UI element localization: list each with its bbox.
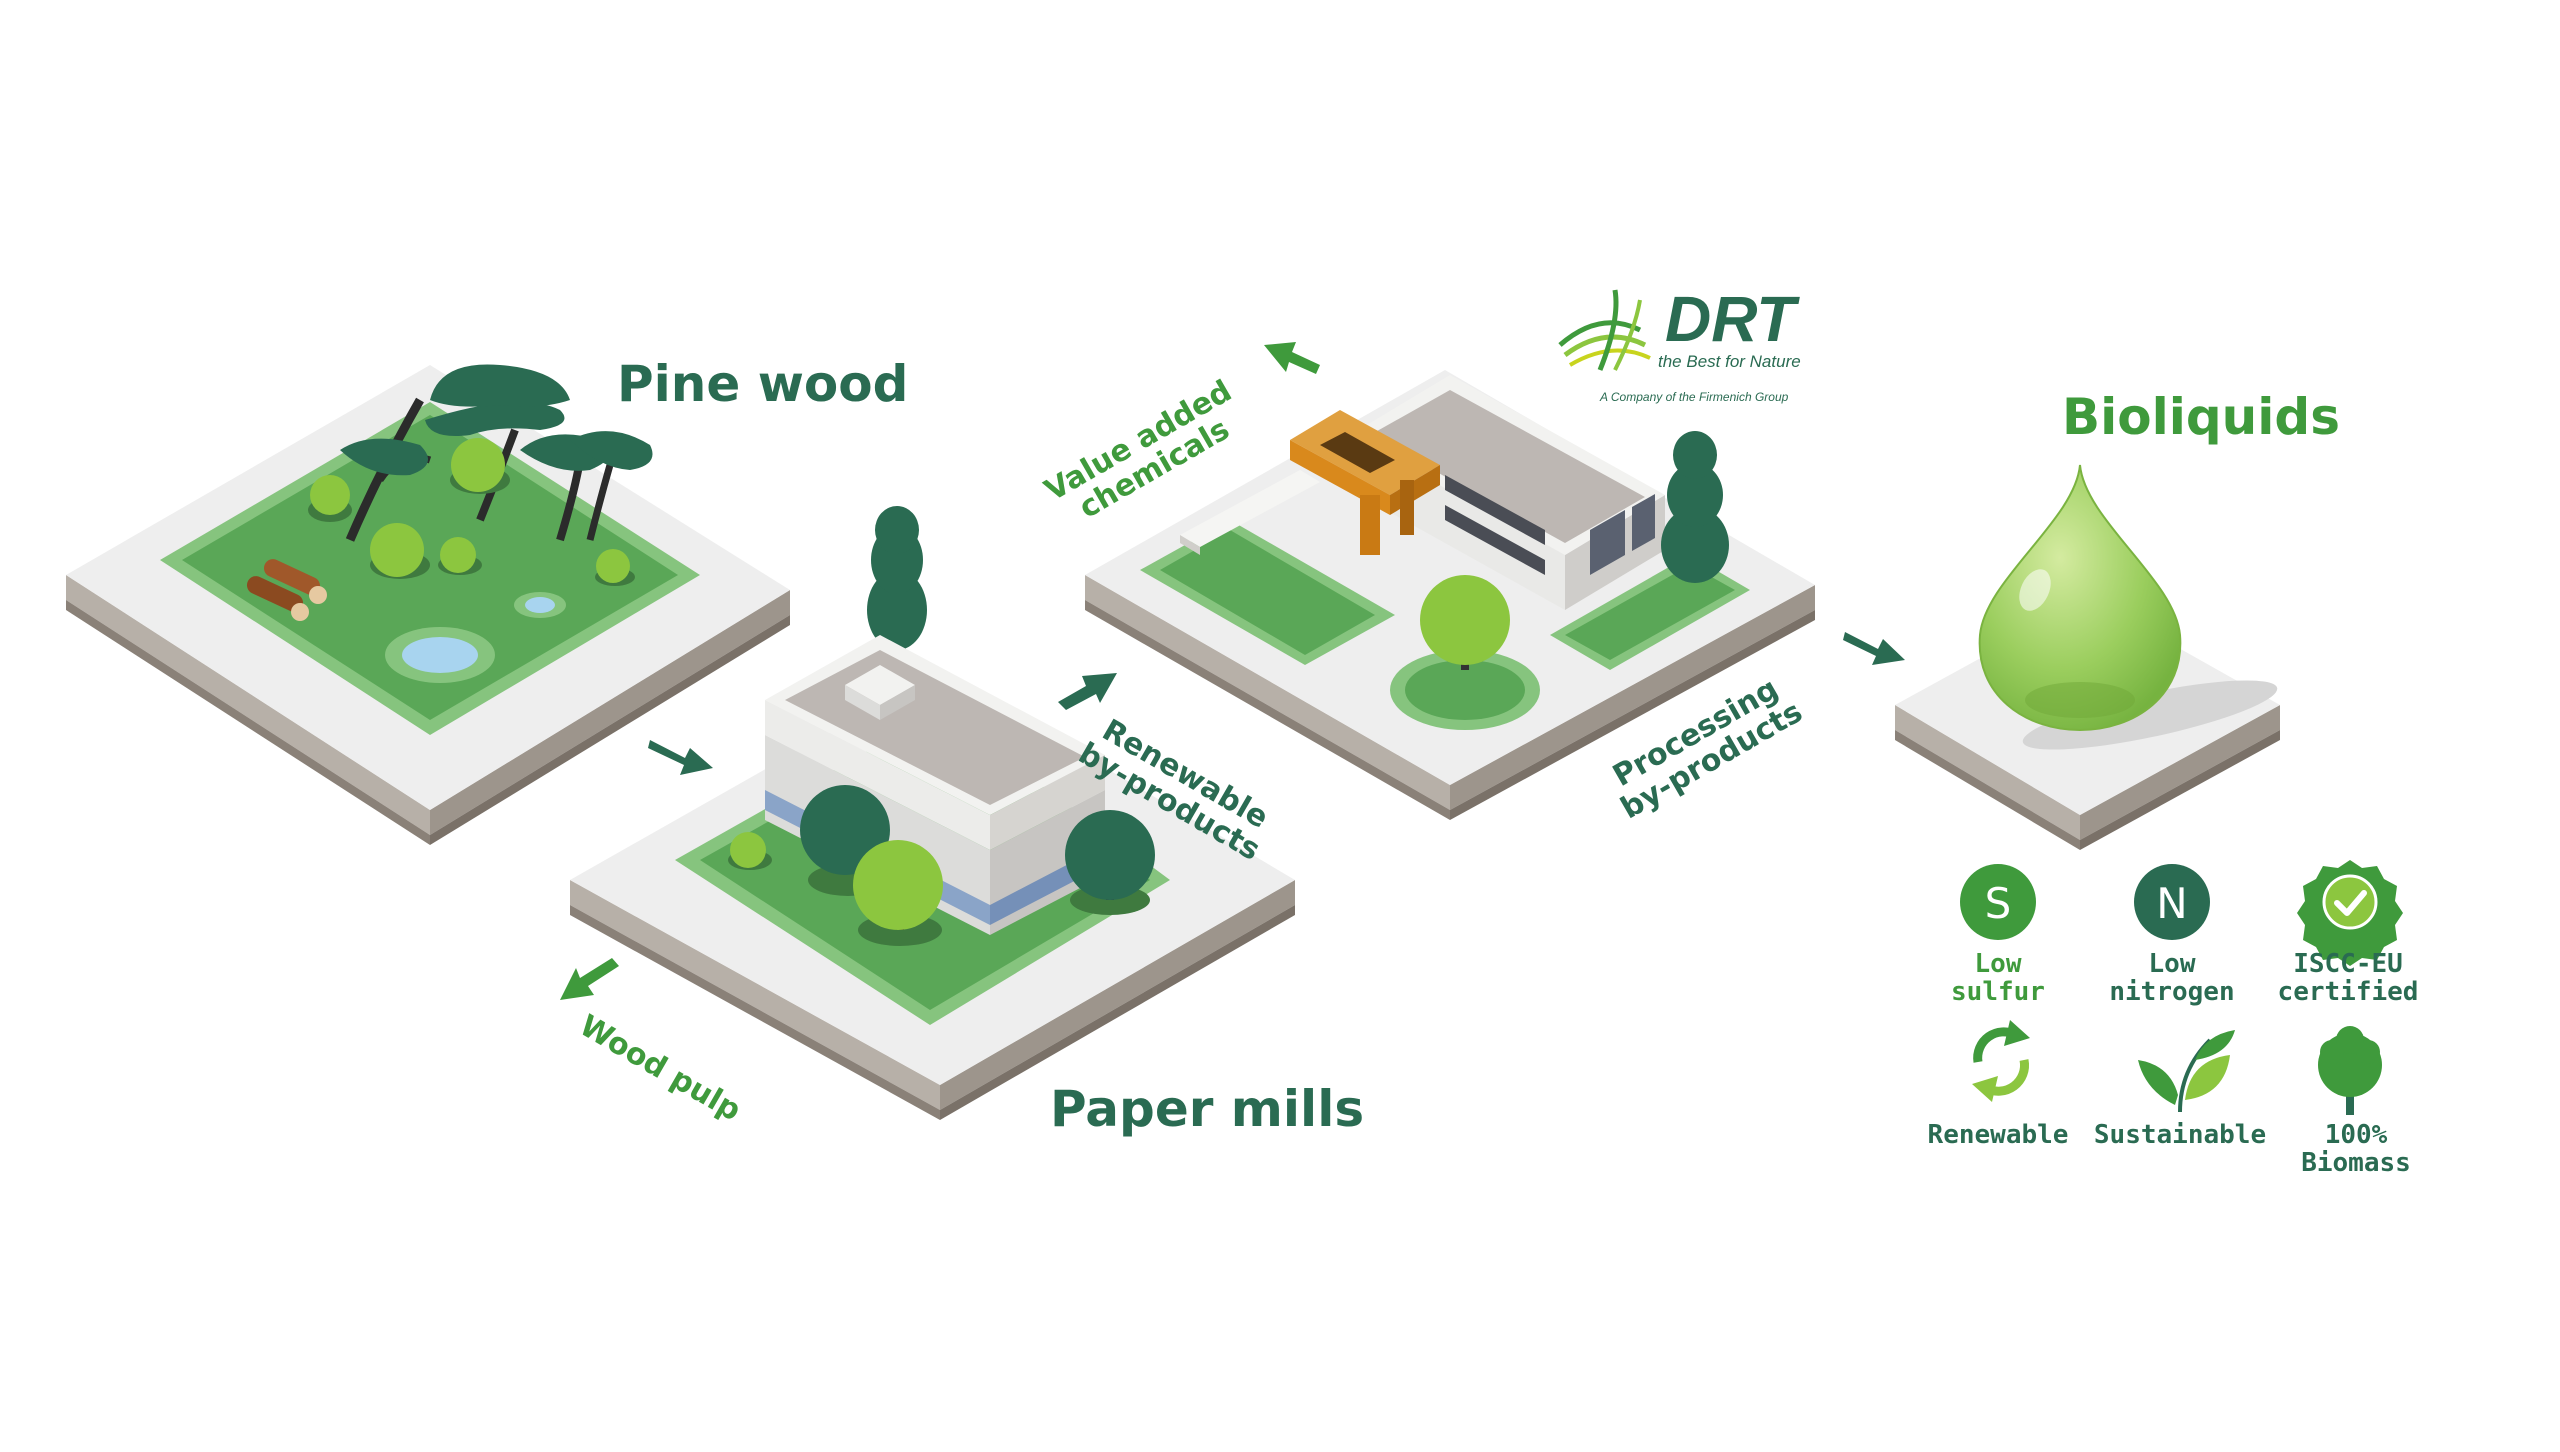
cypress-tree xyxy=(867,506,927,650)
drt-building xyxy=(1180,375,1665,610)
paper-mills-title: Paper mills xyxy=(1050,1080,1365,1138)
logs xyxy=(246,559,327,621)
bioliquids-title: Bioliquids xyxy=(2062,388,2340,446)
drt-logo-mark xyxy=(1558,289,1651,371)
arrow-to-paper-mills xyxy=(648,740,713,775)
iscc-certified-icon xyxy=(2297,860,2403,966)
leaves-icon xyxy=(2138,1030,2235,1113)
arrow-to-bioliquids xyxy=(1843,632,1905,665)
paper-mills-tile xyxy=(570,506,1295,1120)
drt-logo-name: DRT xyxy=(1665,283,1796,355)
arrow-value-added-chemicals xyxy=(1264,342,1320,374)
property-label: Low sulfur xyxy=(1951,949,2045,1007)
arrow-wood-pulp xyxy=(560,958,619,1000)
property-label: ISCC-EU certified xyxy=(2277,949,2419,1007)
property-sustainable: Sustainable xyxy=(2080,1121,2280,1149)
property-low-sulfur: Low sulfur xyxy=(1898,950,2098,1006)
pine-trees xyxy=(340,364,653,542)
drt-logo-tagline: the Best for Nature xyxy=(1658,352,1801,371)
property-label: Sustainable xyxy=(2093,1120,2267,1150)
facility-trees xyxy=(1420,431,1729,670)
property-low-nitrogen: Low nitrogen xyxy=(2072,950,2272,1006)
property-100-biomass: 100% Biomass xyxy=(2256,1121,2456,1177)
pine-wood-tile xyxy=(66,364,790,845)
property-label: Low nitrogen xyxy=(2109,949,2235,1007)
renewable-icon xyxy=(1972,1020,2030,1102)
drt-logo-group: A Company of the Firmenich Group xyxy=(1600,390,1789,404)
sulfur-icon: S xyxy=(1960,864,2036,940)
bushes xyxy=(308,438,635,586)
pine-wood-title: Pine wood xyxy=(617,355,909,413)
svg-text:N: N xyxy=(2156,879,2187,928)
drt-facility-tile xyxy=(1085,370,1815,820)
tree-icon xyxy=(2318,1026,2382,1115)
svg-text:S: S xyxy=(1985,879,2012,928)
property-label: 100% Biomass xyxy=(2301,1120,2411,1178)
property-iscc-eu-certified: ISCC-EU certified xyxy=(2248,950,2448,1006)
property-label: Renewable xyxy=(1927,1120,2069,1150)
nitrogen-icon: N xyxy=(2134,864,2210,940)
property-renewable: Renewable xyxy=(1898,1121,2098,1149)
mill-trees xyxy=(728,785,1155,946)
arrow-renewable-byproducts xyxy=(1058,673,1117,710)
bioliquid-droplet xyxy=(1978,464,2182,732)
